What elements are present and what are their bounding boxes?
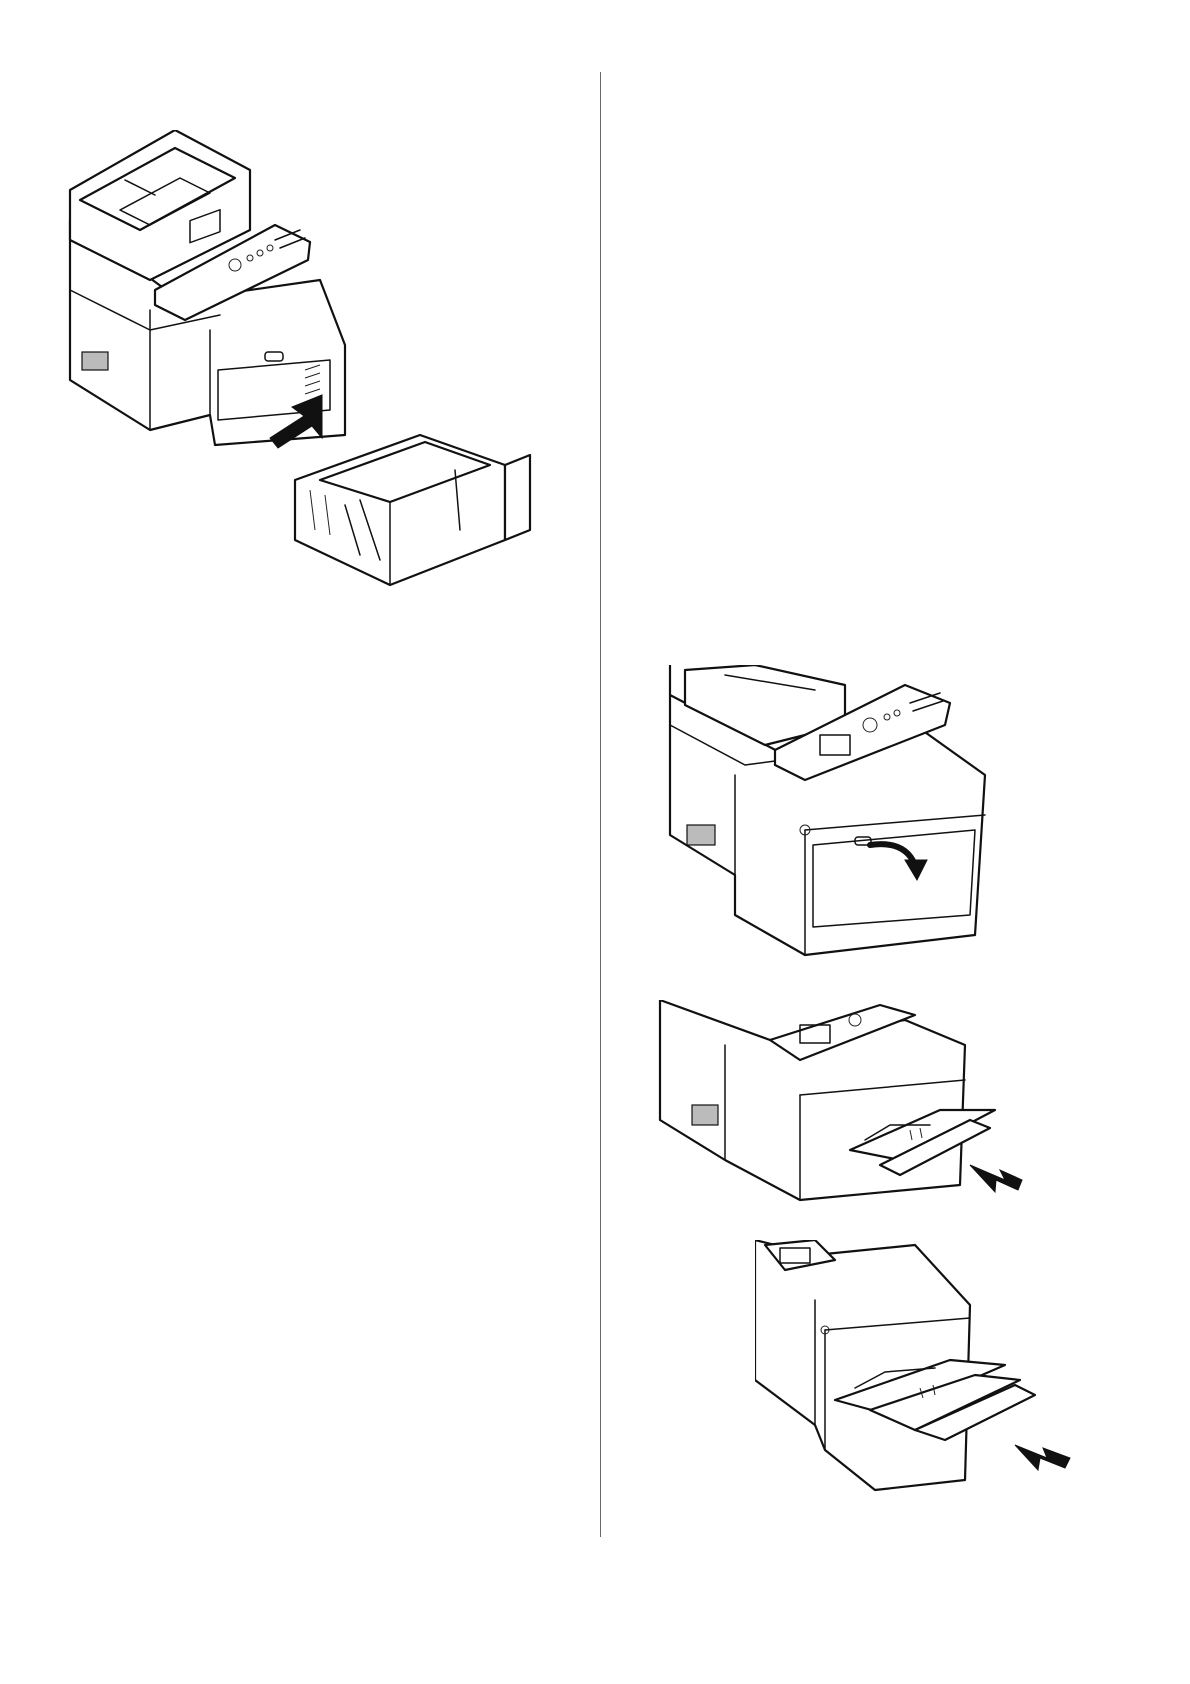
mp-tray-extend-support-illustration <box>755 1240 1135 1510</box>
mp-tray-open-illustration <box>665 665 1025 965</box>
mp-tray-extend-illustration <box>650 1000 1050 1235</box>
paper-tray-insert-illustration <box>60 130 580 640</box>
column-divider <box>600 72 601 1537</box>
